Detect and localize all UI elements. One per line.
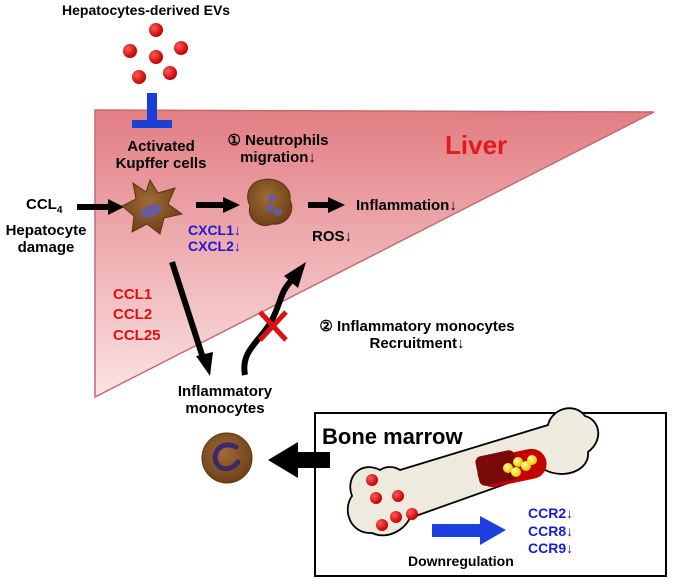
marrow-yellow-dots [503, 455, 537, 477]
bone-dot [370, 492, 382, 504]
neutrophils-label-line1: ① Neutrophils [227, 132, 329, 149]
marrow-dot [511, 467, 521, 477]
ccr-list: CCR2↓ CCR8↓ CCR9↓ [528, 505, 573, 558]
marrow-dot [527, 455, 537, 465]
cxcl1-label: CXCL1↓ [188, 222, 241, 238]
arrow-bonemarrow-to-monocyte [268, 442, 330, 478]
kupffer-label: Activated Kupffer cells [111, 138, 211, 173]
cxcl-labels: CXCL1↓ CXCL2↓ [188, 222, 241, 254]
ev-dot [163, 66, 177, 80]
block-x-icon [258, 310, 288, 342]
ccl-item: CCL2 [113, 306, 153, 324]
inflammatory-monocytes-line2: monocytes [185, 400, 265, 418]
liver-label: Liver [445, 130, 508, 160]
ev-dot [149, 23, 163, 37]
monocytes-recruitment-line1: ② Inflammatory monocytes [319, 318, 515, 335]
ccl-item: CCL25 [113, 326, 161, 344]
inflammatory-monocytes-label: Inflammatory monocytes [160, 383, 290, 418]
neutrophil-icon [247, 178, 293, 226]
ccr-item: CCR2↓ [528, 505, 574, 521]
downregulation-label: Downregulation [408, 553, 514, 569]
ccl4-subscript: 4 [56, 205, 63, 216]
arrow-monocytes-to-liver [241, 262, 306, 376]
kupffer-label-line1: Activated [127, 138, 195, 155]
downregulation-arrow [432, 516, 506, 545]
ev-dot [174, 41, 188, 55]
ev-dot [149, 50, 163, 64]
arrow-ccl4-to-kupffer [77, 199, 124, 215]
kupffer-cell-icon [121, 178, 184, 235]
inhibition-symbol [132, 93, 172, 128]
bone-dot [366, 474, 378, 486]
kupffer-label-line2: Kupffer cells [115, 155, 207, 173]
bone-dot [406, 508, 418, 520]
monocytes-recruitment-label: ② Inflammatory monocytes Recruitment↓ [306, 318, 528, 353]
ev-dot [123, 44, 137, 58]
liver-shape [94, 109, 655, 399]
bone-dot [392, 490, 404, 502]
ev-dot [132, 70, 146, 84]
ccl4-label: CCL4 [26, 196, 62, 217]
arrow-kupffer-to-monocytes [169, 261, 213, 376]
ev-dots [123, 23, 188, 84]
bone-dot [376, 519, 388, 531]
arrow-neutrophil-to-inflammation [308, 197, 345, 213]
ccl4-text: CCL [26, 196, 57, 213]
ccl-item: CCL1 [113, 286, 153, 303]
bone-red-dots [366, 474, 418, 531]
inflammation-label: Inflammation↓ [356, 197, 457, 214]
ccl-list: CCL1 CCL2 CCL25 [113, 285, 161, 346]
bone-dot [390, 511, 402, 523]
ccr-item: CCR8↓ [528, 522, 574, 539]
ccr-item: CCR9↓ [528, 540, 574, 556]
monocyte-cell-icon [201, 432, 253, 484]
diagram-title: Hepatocytes-derived EVs [62, 2, 231, 18]
ros-label: ROS↓ [312, 228, 353, 245]
neutrophils-label-line2: migration↓ [240, 149, 316, 167]
bone-marrow-title: Bone marrow [322, 424, 463, 449]
arrow-kupffer-to-neutrophil [196, 197, 240, 213]
hepatocyte-damage-line2: damage [17, 239, 75, 257]
neutrophils-label: ① Neutrophils migration↓ [213, 132, 343, 167]
marrow-dot [513, 457, 523, 467]
hepatocyte-damage-label: Hepatocyte damage [0, 222, 92, 257]
inflammatory-monocytes-line1: Inflammatory [177, 383, 273, 400]
cxcl2-label: CXCL2↓ [188, 238, 241, 255]
hepatocyte-damage-line1: Hepatocyte [5, 222, 87, 239]
monocytes-recruitment-line2: Recruitment↓ [369, 335, 465, 353]
marrow-dot [503, 463, 513, 473]
